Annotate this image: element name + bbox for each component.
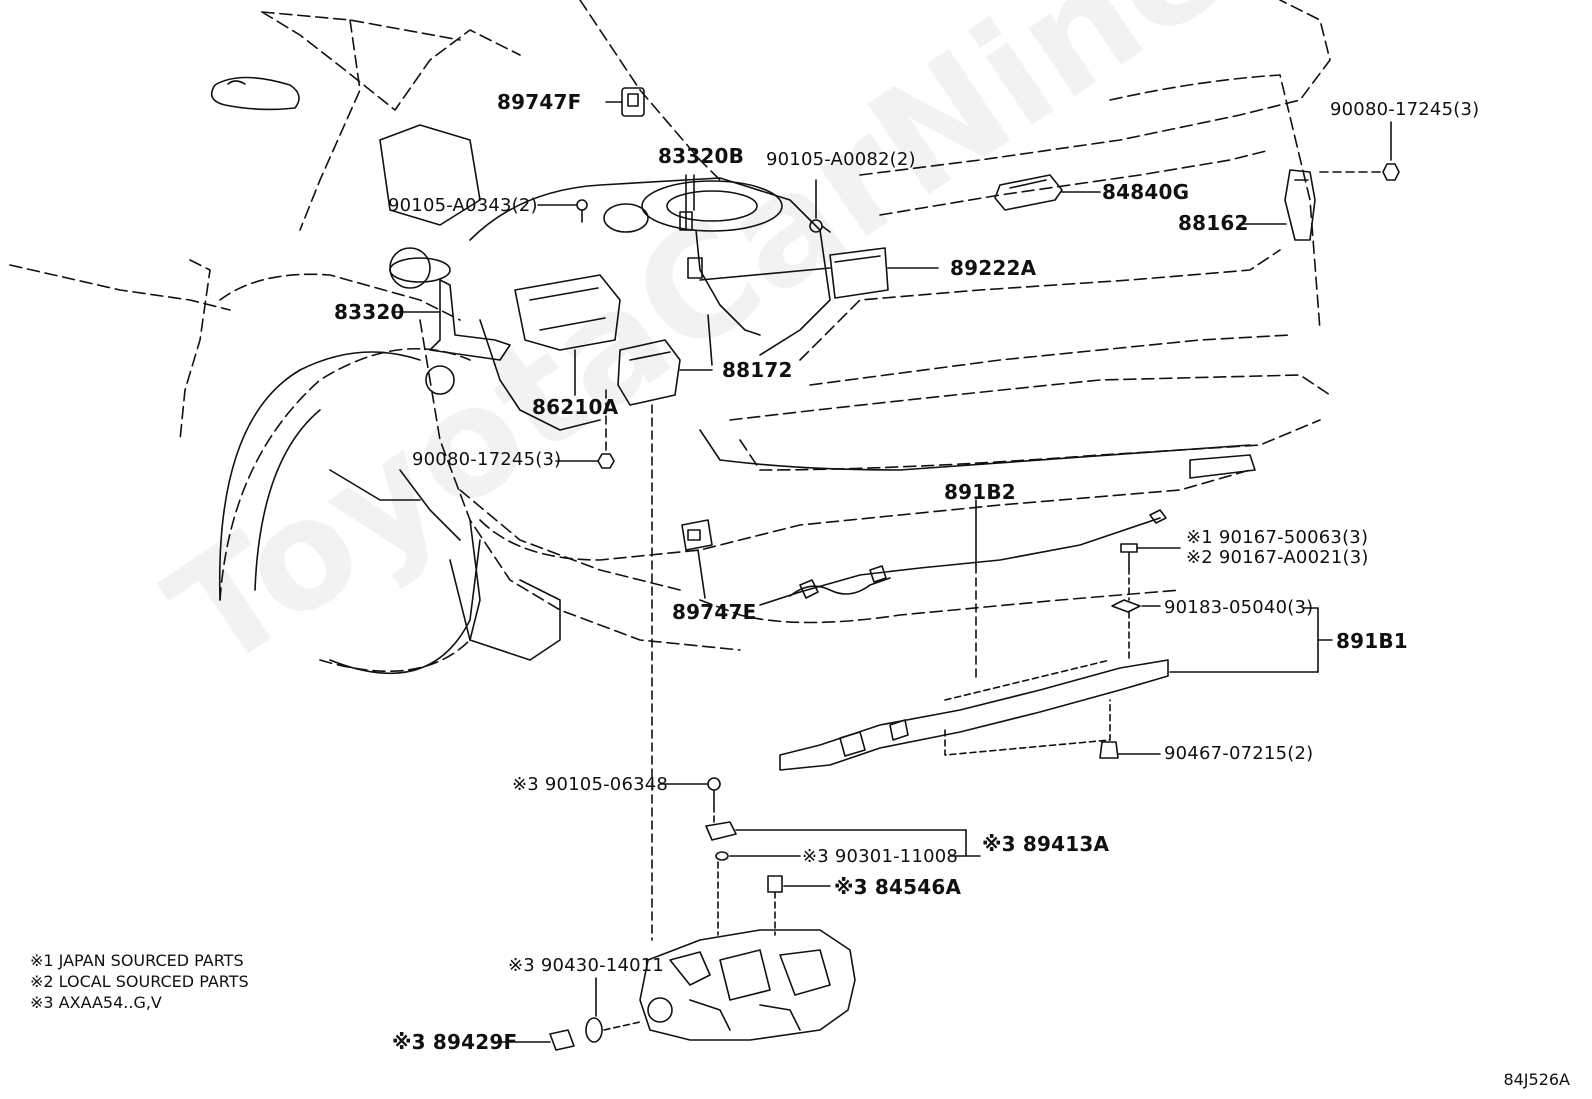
label-83320B: 83320B xyxy=(658,144,745,168)
legend-item-1: ※1 JAPAN SOURCED PARTS xyxy=(30,951,244,970)
label-891B2: 891B2 xyxy=(944,480,1016,504)
part-89222A-drawing xyxy=(700,248,938,298)
part-84840G-drawing xyxy=(995,175,1100,210)
label-90105-06348: ※3 90105-06348 xyxy=(512,774,669,795)
label-89429F: ※3 89429F xyxy=(392,1030,518,1054)
label-90105-A0343: 90105-A0343(2) xyxy=(388,195,538,216)
part-90080-17245-top-drawing xyxy=(1383,122,1399,180)
label-89747E: 89747E xyxy=(672,600,757,624)
part-89429F-drawing xyxy=(500,1030,574,1050)
label-88162: 88162 xyxy=(1178,211,1249,235)
part-90080-17245-left-drawing xyxy=(556,390,614,468)
part-88162-drawing xyxy=(1240,170,1380,240)
label-90105-A0082: 90105-A0082(2) xyxy=(766,149,916,170)
legend-item-2: ※2 LOCAL SOURCED PARTS xyxy=(30,972,249,991)
label-90167-A0021: ※2 90167-A0021(3) xyxy=(1186,547,1369,568)
label-90467-07215: 90467-07215(2) xyxy=(1164,743,1314,764)
part-90301-11008-drawing xyxy=(716,852,800,935)
vehicle-body-outline xyxy=(10,0,1330,671)
part-891B1-drawing xyxy=(780,608,1332,770)
part-83320B-drawing xyxy=(680,175,760,335)
part-90467-07215-drawing xyxy=(1100,742,1160,758)
label-891B1: 891B1 xyxy=(1336,629,1408,653)
part-84546A-drawing xyxy=(768,876,830,935)
label-89413A: ※3 89413A xyxy=(982,832,1110,856)
vehicle-body-solid xyxy=(212,78,1255,674)
label-89747F: 89747F xyxy=(497,90,582,114)
label-90183-05040: 90183-05040(3) xyxy=(1164,597,1314,618)
legend: ※1 JAPAN SOURCED PARTS ※2 LOCAL SOURCED … xyxy=(30,950,249,1013)
part-88172-drawing xyxy=(618,315,712,405)
label-84546A: ※3 84546A xyxy=(834,875,962,899)
part-90105-06348-drawing xyxy=(660,778,720,822)
part-891B2-drawing xyxy=(760,500,1166,605)
part-89747F-drawing xyxy=(606,88,644,116)
part-90167-drawing xyxy=(1121,544,1180,568)
legend-item-3: ※3 AXAA54..G,V xyxy=(30,993,162,1012)
label-90301-11008: ※3 90301-11008 xyxy=(802,846,959,867)
label-88172: 88172 xyxy=(722,358,793,382)
label-90080-17245-top: 90080-17245(3) xyxy=(1330,99,1480,120)
label-90080-17245-left: 90080-17245(3) xyxy=(412,449,562,470)
part-83320-drawing xyxy=(392,280,510,360)
label-86210A: 86210A xyxy=(532,395,619,419)
part-86210A-drawing xyxy=(515,275,620,395)
part-90105-A0343-drawing xyxy=(538,200,587,222)
transaxle-housing-drawing xyxy=(640,930,855,1040)
fuel-filler-drawing xyxy=(390,248,454,394)
label-90430-14011: ※3 90430-14011 xyxy=(508,955,665,976)
label-84840G: 84840G xyxy=(1102,180,1190,204)
label-83320: 83320 xyxy=(334,300,405,324)
part-90430-14011-drawing xyxy=(586,978,640,1042)
part-90105-A0082-drawing xyxy=(810,180,830,232)
part-89413A-drawing xyxy=(706,822,980,856)
part-89747E-drawing xyxy=(682,520,712,598)
label-89222A: 89222A xyxy=(950,256,1037,280)
part-90183-05040-drawing xyxy=(1112,568,1160,660)
diagram-code: 84J526A xyxy=(1503,1070,1570,1089)
label-90167-50063: ※1 90167-50063(3) xyxy=(1186,527,1369,548)
